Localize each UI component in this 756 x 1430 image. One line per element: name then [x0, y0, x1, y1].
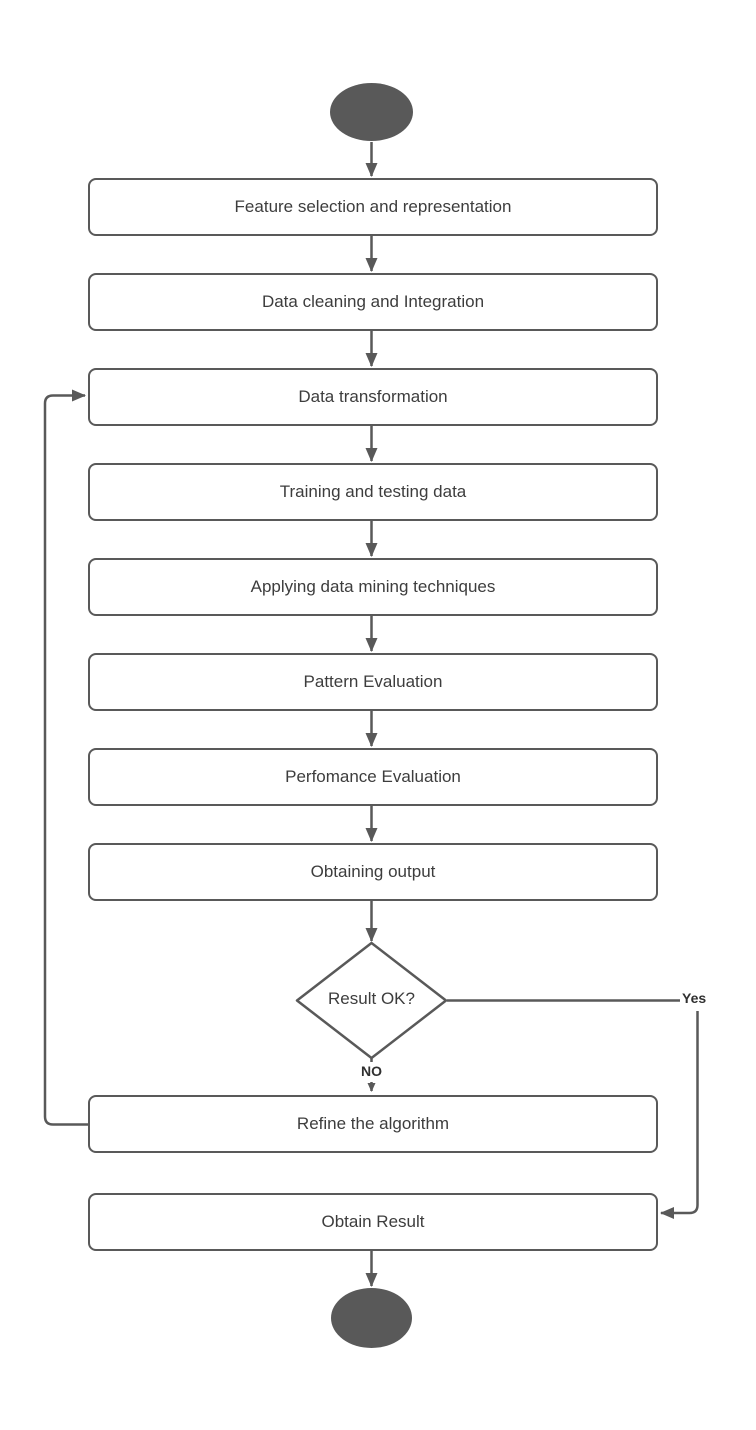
start-terminator: [330, 83, 413, 141]
process-data-transformation: Data transformation: [88, 368, 658, 426]
process-training-testing: Training and testing data: [88, 463, 658, 521]
process-data-cleaning: Data cleaning and Integration: [88, 273, 658, 331]
process-refine-algorithm: Refine the algorithm: [88, 1095, 658, 1153]
process-obtaining-output: Obtaining output: [88, 843, 658, 901]
process-applying-techniques: Applying data mining techniques: [88, 558, 658, 616]
process-feature-selection: Feature selection and representation: [88, 178, 658, 236]
edge-yes-to-obtain-result: [660, 1011, 699, 1219]
decision-diamond-shape: [295, 941, 448, 1060]
end-terminator: [331, 1288, 412, 1348]
edge-label-yes: Yes: [682, 990, 707, 1006]
edge-refine-loop-to-data-transformation: [43, 389, 88, 1126]
process-obtain-result: Obtain Result: [88, 1193, 658, 1251]
process-pattern-evaluation: Pattern Evaluation: [88, 653, 658, 711]
edge-label-no: NO: [361, 1063, 382, 1079]
process-performance-evaluation: Perfomance Evaluation: [88, 748, 658, 806]
decision-result-ok-label: Result OK?: [328, 989, 415, 1008]
